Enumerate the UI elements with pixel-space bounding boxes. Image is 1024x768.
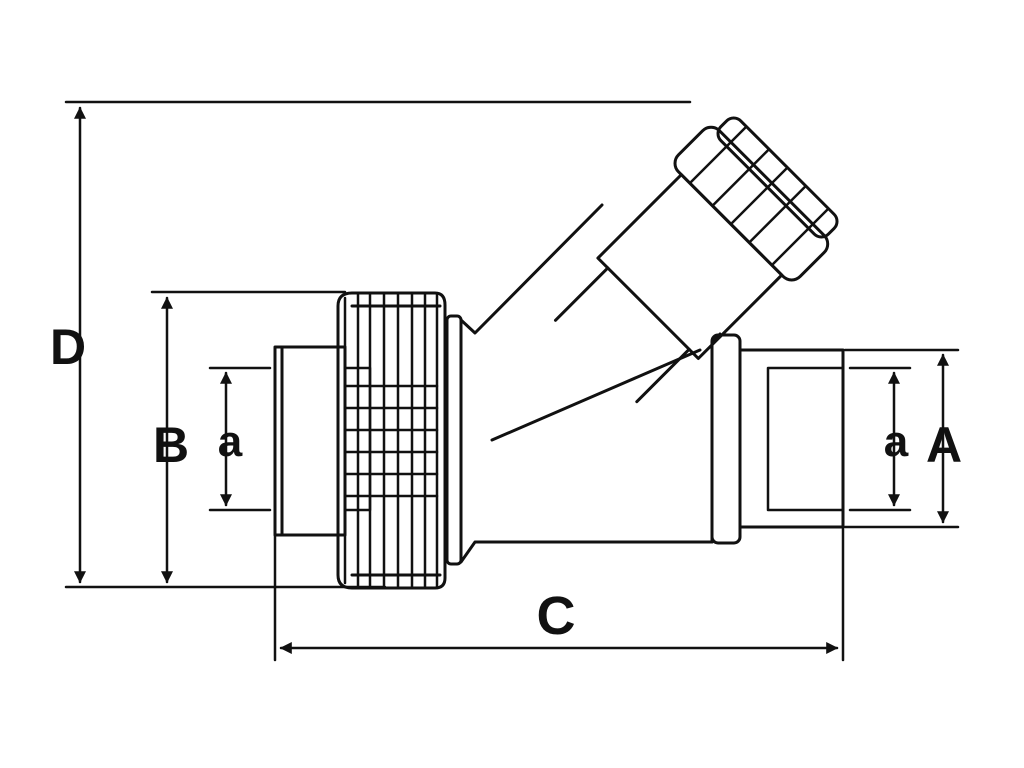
extension-lines — [64, 100, 960, 662]
strainer-leg — [553, 116, 839, 404]
label-d: D — [50, 319, 86, 375]
dimension-arrows — [74, 106, 949, 654]
label-big-a: A — [926, 417, 962, 473]
right-socket — [710, 333, 845, 545]
label-a-right: a — [884, 417, 909, 466]
left-socket — [273, 345, 347, 537]
union-nut — [336, 291, 463, 590]
dimension-labels: D B a a A C — [50, 319, 962, 646]
label-c: C — [537, 586, 576, 646]
label-a-left: a — [218, 417, 243, 466]
label-b: B — [153, 417, 189, 473]
strainer-body — [459, 203, 722, 564]
